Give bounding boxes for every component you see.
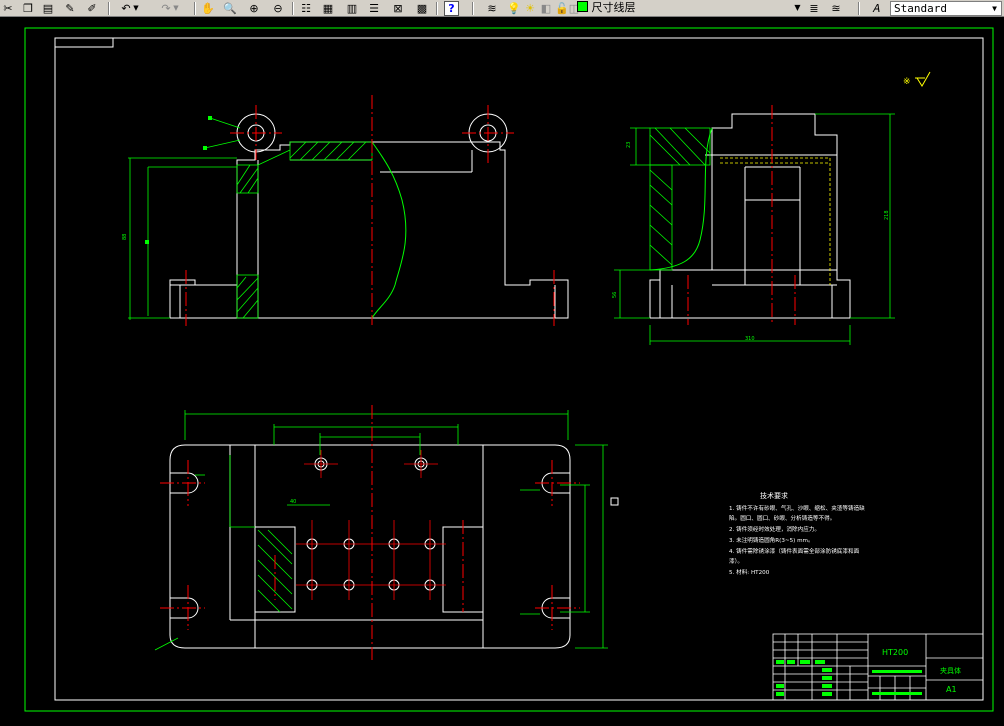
title-part-name: 夹具体 — [940, 666, 961, 675]
sheet-set-icon[interactable]: ☰ — [369, 2, 379, 15]
redo-icon[interactable]: ↷ — [161, 2, 171, 15]
side-base-dim: 56 — [612, 292, 618, 298]
title-block — [772, 633, 984, 701]
zoom-realtime-icon[interactable]: 🔍 — [223, 2, 237, 15]
layer-manager-icon[interactable]: ≋ — [487, 2, 497, 15]
calculator-icon[interactable]: ▩ — [416, 2, 428, 15]
side-height-dim: 218 — [884, 210, 890, 220]
technical-requirements: 技术要求 1. 铸件不许有砂眼、气孔、沙眼、缩松、夹渣等铸造缺 陷。圆口、圆口、… — [729, 491, 865, 576]
title-sheet-size: A1 — [946, 685, 957, 694]
layer-on-bulb-icon[interactable]: 💡 — [507, 2, 521, 15]
zoom-previous-icon[interactable]: ⊖ — [273, 2, 283, 15]
title-material: HT200 — [882, 648, 908, 657]
roughness-symbol: ※ — [903, 71, 931, 87]
undo-dropdown-icon[interactable]: ▼ — [133, 4, 139, 12]
text-style-name: Standard — [894, 2, 947, 15]
top-view: 40 — [154, 405, 619, 660]
drawing-canvas[interactable]: ※ — [0, 17, 1004, 726]
drawing-number-box — [54, 37, 114, 48]
match-properties-icon[interactable]: ✎ — [65, 2, 75, 15]
drawing-frame — [24, 27, 994, 712]
redo-dropdown-icon[interactable]: ▼ — [173, 4, 179, 12]
leader-label-marker — [208, 116, 212, 120]
tech-req-line: 漆）。 — [729, 557, 743, 565]
layer-color-swatch — [577, 1, 588, 12]
help-icon[interactable]: ? — [444, 1, 459, 16]
tech-req-line: 5. 材料: HT200 — [729, 568, 770, 576]
top-dim-a: 40 — [290, 499, 296, 505]
properties-icon[interactable]: ☷ — [301, 2, 311, 15]
chevron-down-icon[interactable]: ▼ — [794, 3, 801, 12]
layer-dropdown[interactable]: 尺寸线层 ▼ — [574, 1, 804, 16]
front-height-label: 88 — [122, 234, 128, 240]
make-object-layer-current-icon[interactable]: ≣ — [809, 2, 819, 15]
dim-marker — [145, 240, 149, 244]
grip-marker[interactable] — [610, 497, 619, 506]
tech-req-line: 3. 未注明铸造圆角R(3~5) mm。 — [729, 536, 814, 544]
layer-viewport-icon[interactable]: ◧ — [540, 2, 552, 15]
outer-border — [24, 27, 994, 712]
design-center-icon[interactable]: ▦ — [322, 2, 334, 15]
bolt-holes — [296, 450, 446, 600]
title-block-labels — [776, 660, 922, 696]
layer-freeze-sun-icon[interactable]: ☀ — [525, 2, 535, 15]
tech-req-line: 陷。圆口、圆口、砂眼、分析铸造等不得。 — [729, 514, 835, 522]
svg-text:※: ※ — [903, 77, 911, 87]
tech-req-line: 4. 铸件需除锈涂漆（铸件表面需全部涂防锈底漆和面 — [729, 547, 860, 555]
side-view: 23 56 310 218 — [612, 105, 895, 345]
layer-previous-icon[interactable]: ≊ — [831, 2, 841, 15]
front-view: 88 — [122, 95, 569, 326]
paste-icon[interactable]: ▤ — [42, 2, 54, 15]
main-toolbar: ✂ ❐ ▤ ✎ ✐ ↶ ▼ ↷ ▼ ✋ 🔍 ⊕ ⊖ ☷ ▦ ▥ ☰ ⊠ ▩ ? … — [0, 0, 1004, 17]
inner-border — [54, 37, 984, 701]
tech-req-line: 2. 铸件须经时效处理，消除内应力。 — [729, 525, 820, 533]
pan-realtime-icon[interactable]: ✋ — [201, 2, 215, 15]
brush-icon[interactable]: ✐ — [87, 2, 97, 15]
undo-icon[interactable]: ↶ — [121, 2, 131, 15]
leader-label-marker — [203, 146, 207, 150]
layer-plot-icon[interactable]: ◫ — [568, 2, 580, 15]
text-style-dropdown[interactable]: Standard ▼ — [890, 1, 1002, 16]
tech-req-line: 1. 铸件不许有砂眼、气孔、沙眼、缩松、夹渣等铸造缺 — [729, 504, 865, 512]
layer-lock-icon[interactable]: 🔓 — [555, 2, 569, 15]
markup-icon[interactable]: ⊠ — [393, 2, 403, 15]
side-width-dim: 310 — [745, 336, 755, 342]
layer-name: 尺寸线层 — [591, 1, 636, 14]
cut-icon[interactable]: ✂ — [3, 2, 13, 15]
copy-icon[interactable]: ❐ — [23, 2, 33, 15]
zoom-window-icon[interactable]: ⊕ — [249, 2, 259, 15]
chevron-down-icon[interactable]: ▼ — [992, 4, 997, 13]
tech-req-heading: 技术要求 — [760, 491, 788, 500]
side-top-dim: 23 — [626, 142, 632, 148]
tool-palettes-icon[interactable]: ▥ — [346, 2, 358, 15]
text-style-icon[interactable]: 𝐴 — [872, 2, 880, 15]
canvas-background — [0, 17, 1004, 726]
